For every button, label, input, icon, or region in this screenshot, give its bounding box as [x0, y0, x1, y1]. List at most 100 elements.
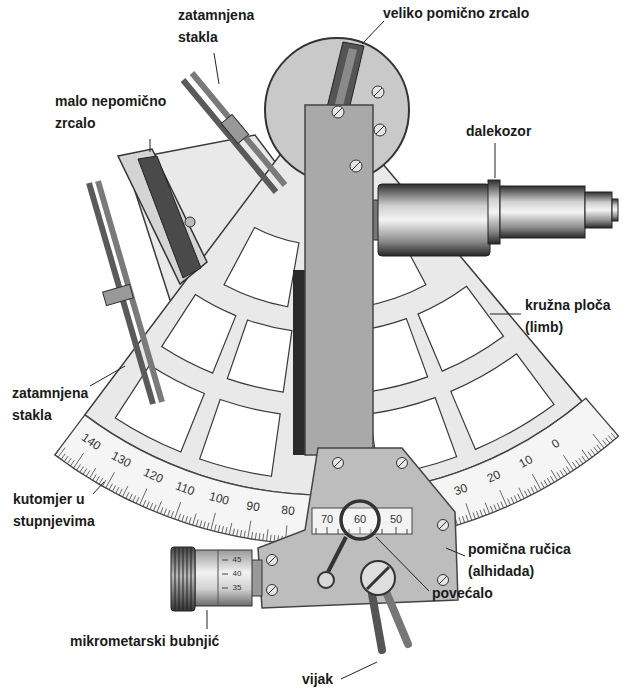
scale-number: 40	[233, 570, 242, 579]
index-arm	[258, 105, 458, 608]
scale-number: 30	[453, 482, 470, 499]
scale-tick	[494, 505, 497, 511]
micrometer-drum	[195, 550, 252, 606]
scale-number: 120	[141, 466, 165, 486]
scale-tick	[112, 485, 115, 491]
screw	[352, 162, 360, 170]
scale-number: 60	[354, 513, 366, 525]
scale-tick	[477, 511, 479, 518]
scale-tick	[466, 515, 468, 522]
scale-tick	[259, 533, 260, 540]
scale-number: 10	[517, 453, 535, 471]
scale-number: 140	[79, 431, 103, 453]
scale-tick	[255, 533, 256, 540]
vernier-window	[316, 528, 317, 534]
scale-tick	[484, 509, 487, 516]
scale-tick	[83, 468, 87, 474]
scale-tick	[133, 495, 136, 501]
scale-number: 50	[390, 513, 402, 525]
scale-number: 40	[233, 570, 242, 579]
scale-tick	[566, 466, 570, 472]
screw	[267, 555, 278, 566]
scale-number: 70	[321, 513, 333, 525]
scale-tick	[501, 502, 504, 508]
scale-tick	[560, 470, 564, 476]
micrometer-drum	[179, 548, 180, 610]
scale-tick	[605, 438, 609, 443]
scale-tick	[485, 503, 489, 514]
part-label: pomična ručica (alhidada)	[468, 538, 588, 582]
shade-glasses	[89, 183, 153, 404]
scale-tick	[171, 511, 173, 518]
scale-tick	[270, 535, 272, 542]
leader-line	[341, 662, 377, 679]
shade-glasses	[89, 73, 285, 404]
scale-number: 10	[517, 453, 535, 471]
scale-tick	[519, 488, 524, 499]
vernier-window	[327, 527, 328, 534]
scale-tick	[89, 468, 95, 478]
part-label: vijak	[302, 668, 333, 690]
vernier-window	[407, 529, 408, 534]
screw	[268, 556, 276, 564]
leader-line	[90, 366, 125, 386]
part-label: malo nepomično zrcalo	[55, 90, 173, 134]
scale-tick	[122, 486, 127, 497]
scale-number: 45	[233, 556, 242, 565]
scale-tick	[214, 524, 216, 531]
leader-line	[93, 482, 104, 494]
scale-tick	[544, 480, 547, 486]
scale-tick	[514, 495, 517, 501]
micrometer-drum	[171, 547, 195, 611]
scale-number: 110	[174, 480, 196, 499]
scale-number: 0	[549, 436, 562, 451]
sextant-frame	[200, 399, 281, 476]
scale-tick	[262, 534, 264, 541]
scale-number: 70	[321, 513, 333, 525]
sextant-frame	[418, 286, 503, 371]
scale-tick	[150, 503, 153, 509]
telescope	[378, 184, 490, 256]
scale-tick	[93, 474, 97, 480]
scale-tick	[55, 449, 59, 455]
scale-tick	[603, 440, 607, 445]
scale-tick	[240, 530, 241, 537]
scale-tick	[226, 527, 228, 534]
scale-tick	[185, 516, 187, 523]
scale-tick	[126, 492, 129, 498]
screw	[397, 458, 408, 469]
part-label: kutomjer u stupnjevima	[13, 488, 107, 532]
scale-tick	[573, 462, 577, 468]
scale-tick	[67, 458, 71, 464]
screw	[439, 521, 447, 529]
scale-tick	[119, 489, 122, 495]
sextant-frame	[162, 295, 236, 374]
scale-tick	[164, 509, 167, 516]
micrometer-drum	[191, 548, 192, 610]
scale-tick	[160, 507, 163, 514]
scale-tick	[591, 449, 595, 455]
scale-tick	[143, 500, 146, 506]
shade-glasses	[183, 80, 276, 192]
part-name: veliko pomično zrcalo	[383, 2, 529, 24]
screw	[374, 124, 386, 136]
micrometer-drum	[222, 574, 228, 575]
small-fixed-mirror	[138, 156, 201, 278]
vernier-window	[382, 529, 383, 534]
scale-tick	[229, 523, 232, 535]
scale-number: 60	[354, 513, 366, 525]
screw	[267, 585, 278, 596]
part-label: zatamnjena stakla	[178, 4, 266, 48]
scale-tick	[473, 513, 475, 520]
telescope	[612, 199, 618, 221]
scale-tick	[508, 499, 511, 505]
shade-glasses	[103, 284, 134, 305]
scale-number: 35	[233, 584, 242, 593]
leader-line	[446, 548, 465, 556]
scale-number: 35	[233, 584, 242, 593]
part-name: zatamnjena stakla	[178, 4, 266, 48]
leader-line	[214, 53, 219, 84]
scale-tick	[86, 470, 90, 476]
scale-number: 90	[246, 499, 261, 514]
